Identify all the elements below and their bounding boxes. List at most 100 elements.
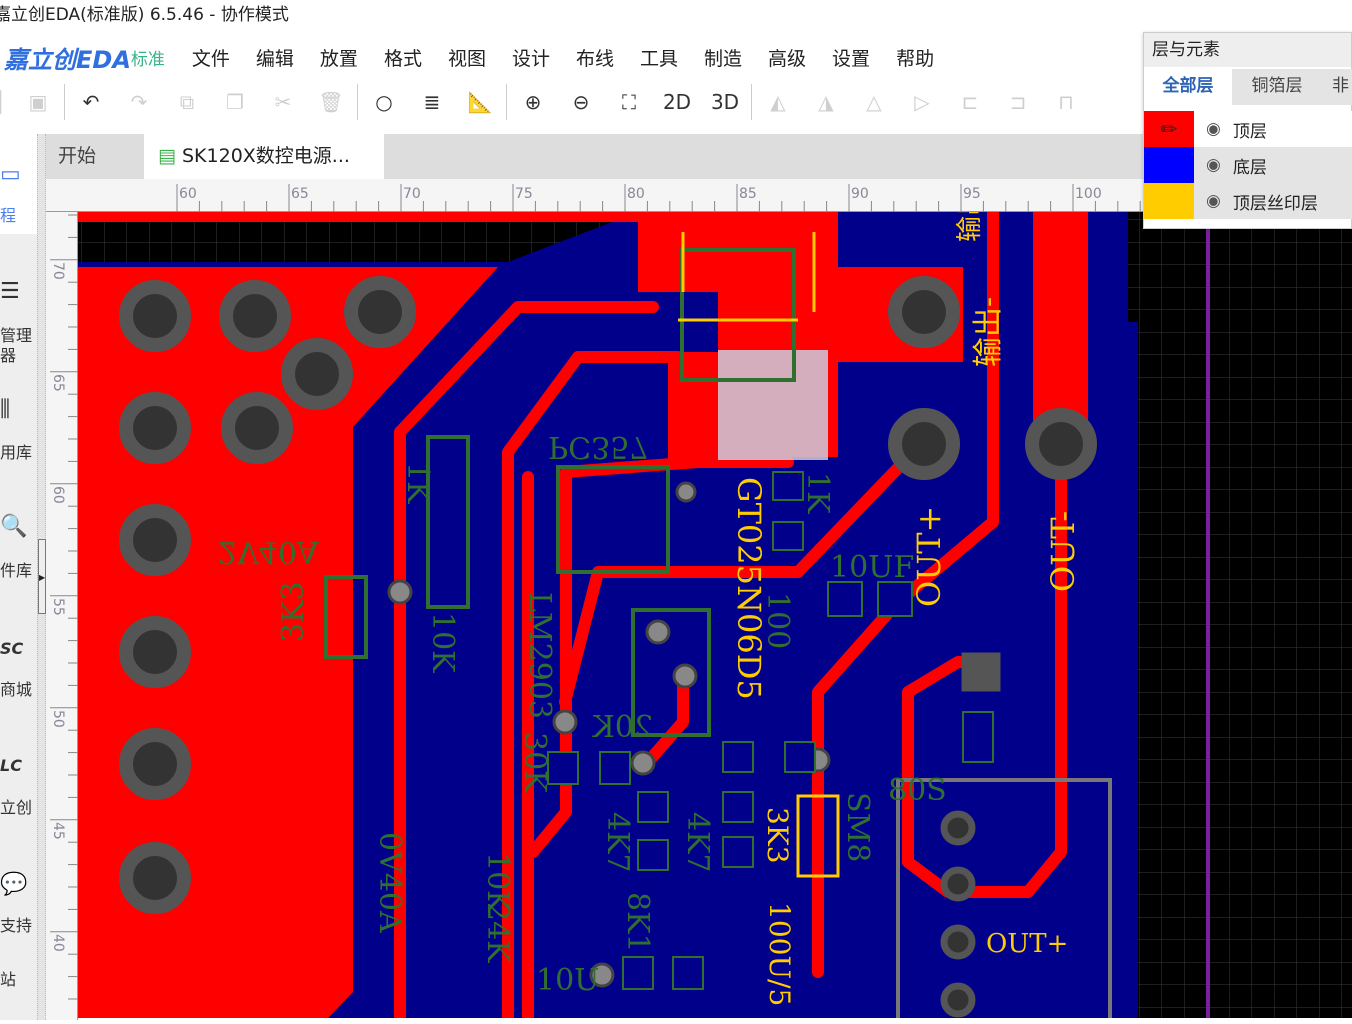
divider	[751, 84, 752, 120]
menu-edit[interactable]: 编辑	[255, 47, 294, 70]
layer-name: 顶层丝印层	[1232, 193, 1318, 214]
menu-bar: 嘉立创EDA 标准 文件 编辑 放置 格式 视图 设计 布线 工具 制造 高级 …	[0, 36, 947, 78]
flip-horizontal-icon[interactable]: △	[866, 90, 882, 114]
zoom-in-button[interactable]: ⊕	[524, 90, 542, 114]
manager-icon[interactable]: ☰	[0, 279, 20, 304]
menu-help[interactable]: 帮助	[896, 47, 935, 70]
search-icon[interactable]: ○	[375, 90, 393, 114]
menu-place[interactable]: 放置	[319, 47, 358, 70]
ruler-label: 45	[50, 822, 66, 840]
left-sidebar: ▭ 程 ☰ 管理 器 ⫼ 用库 🔍 件库 SC 商城 LC 立创 💬 支持 站	[0, 134, 37, 1020]
label-out-plus: OUT+	[910, 506, 948, 607]
eye-icon[interactable]: ◉	[1206, 155, 1221, 175]
app-logo: 嘉立创EDA	[4, 45, 131, 74]
document-tabs: 开始 ▤ SK120X数控电源...	[46, 134, 1146, 179]
menu-route[interactable]: 布线	[575, 47, 614, 70]
save-button[interactable]: ▣	[28, 90, 48, 114]
eye-icon[interactable]: ◉	[1206, 119, 1221, 139]
connector-outline	[896, 778, 1112, 1018]
menu-view[interactable]: 视图	[447, 47, 486, 70]
fit-view-button[interactable]: ⛶	[622, 90, 636, 114]
cut-button[interactable]: ✂	[274, 90, 292, 114]
support-icon[interactable]: 💬	[0, 872, 28, 897]
menu-format[interactable]: 格式	[383, 47, 422, 70]
layer-color-swatch[interactable]	[1144, 147, 1194, 183]
label-r13: 1K	[400, 462, 435, 504]
board-outline	[1206, 222, 1210, 1018]
layer-color-swatch[interactable]	[1144, 183, 1194, 219]
layer-row-top[interactable]: ✏ ◉ 顶层	[1144, 111, 1352, 147]
layers-panel-title: 层与元素	[1144, 33, 1351, 67]
menu-tools[interactable]: 工具	[640, 47, 679, 70]
label-sm: SM8	[840, 792, 875, 862]
undo-button[interactable]: ↶	[82, 90, 100, 114]
label-out-plus-2: OUT+	[986, 929, 1068, 959]
small-pads	[940, 652, 1001, 1018]
label-v: 2V40A	[218, 534, 319, 569]
menu-file[interactable]: 文件	[191, 47, 230, 70]
flip-vertical-icon[interactable]: ▷	[914, 90, 930, 114]
ruler-label: 60	[50, 486, 66, 504]
ruler-label: 80	[627, 186, 645, 202]
collapse-arrow-icon[interactable]: ▶	[38, 539, 46, 614]
pcb-canvas[interactable]: GT025N06D5 OUT+ OUT- 输出- 输出 3K3 100U/5 O…	[78, 212, 1352, 1018]
sidebar-item-mall[interactable]: 商城	[0, 680, 33, 699]
redo-button[interactable]: ↷	[130, 90, 148, 114]
copy-button[interactable]: ⧉	[179, 90, 195, 114]
label-r15: 100	[760, 592, 795, 649]
label-r6: 3K3	[761, 807, 794, 864]
layer-row-top-silk[interactable]: ◉ 顶层丝印层	[1144, 183, 1352, 219]
sidebar-item-site[interactable]: 站	[0, 970, 17, 989]
tab-all-layers[interactable]: 全部层	[1144, 69, 1232, 105]
paste-button[interactable]: ❐	[226, 90, 244, 114]
ruler-label: 85	[739, 186, 757, 202]
library-icon[interactable]: ⫼	[0, 397, 11, 422]
ruler-label: 60	[179, 186, 197, 202]
search-library-icon[interactable]: 🔍	[0, 514, 28, 539]
ruler-label: 65	[50, 374, 66, 392]
eye-icon[interactable]: ◉	[1206, 191, 1221, 211]
rotate-right-icon[interactable]: ◮	[818, 90, 834, 114]
sidebar-active-bg	[0, 134, 37, 234]
label-r5: 30K	[517, 732, 552, 793]
align-left-icon[interactable]: ⊏	[961, 90, 979, 114]
delete-button[interactable]: 🗑	[318, 90, 344, 114]
label-mosfet: GT025N06D5	[730, 477, 768, 700]
find-list-icon[interactable]: ≣	[423, 90, 441, 114]
tab-non-copper-layers[interactable]: 非	[1332, 76, 1349, 96]
tab-start[interactable]: 开始	[58, 145, 97, 167]
new-icon[interactable]: ▏	[0, 90, 15, 114]
tab-copper-layers[interactable]: 铜箔层	[1251, 76, 1303, 96]
layer-row-bottom[interactable]: ◉ 底层	[1144, 147, 1352, 183]
silk-outlines	[678, 232, 840, 878]
label-r9: 4K7	[680, 812, 715, 873]
sidebar-item-manager-2[interactable]: 器	[0, 346, 17, 365]
sidebar-splitter[interactable]: ▶	[37, 134, 46, 1020]
divider	[64, 84, 65, 120]
sidebar-item-parts[interactable]: 件库	[0, 561, 33, 580]
rotate-left-icon[interactable]: ◭	[770, 90, 786, 114]
lcsc-icon[interactable]: SC	[0, 639, 24, 658]
align-top-icon[interactable]: ⊓	[1058, 90, 1074, 114]
tab-pcb[interactable]: ▤ SK120X数控电源...	[144, 134, 384, 179]
ruler-icon[interactable]: 📐	[467, 90, 493, 114]
ruler-label: 100	[1075, 186, 1102, 202]
window-title: 嘉立创EDA(标准版) 6.5.46 - 协作模式	[0, 5, 289, 25]
menu-fabrication[interactable]: 制造	[704, 47, 743, 70]
align-right-icon[interactable]: ⊐	[1009, 90, 1027, 114]
view-3d-button[interactable]: 3D	[710, 90, 740, 114]
menu-settings[interactable]: 设置	[832, 47, 871, 70]
sidebar-item-project[interactable]: 程	[0, 206, 17, 225]
sidebar-item-manager[interactable]: 管理	[0, 326, 33, 345]
sidebar-item-jlc[interactable]: 立创	[0, 798, 33, 817]
jlc-icon[interactable]: LC	[0, 756, 22, 775]
project-icon[interactable]: ▭	[0, 162, 21, 187]
toolbar: ▏ ▣ ↶ ↷ ⧉ ❐ ✂ 🗑 ○ ≣ 📐 ⊕ ⊖ ⛶ 2D 3D ◭ ◮ △ …	[0, 80, 1090, 124]
zoom-out-button[interactable]: ⊖	[572, 90, 590, 114]
sidebar-item-support[interactable]: 支持	[0, 916, 33, 935]
sidebar-item-library[interactable]: 用库	[0, 443, 33, 462]
menu-advanced[interactable]: 高级	[768, 47, 807, 70]
view-2d-button[interactable]: 2D	[662, 90, 692, 114]
menu-design[interactable]: 设计	[511, 47, 550, 70]
